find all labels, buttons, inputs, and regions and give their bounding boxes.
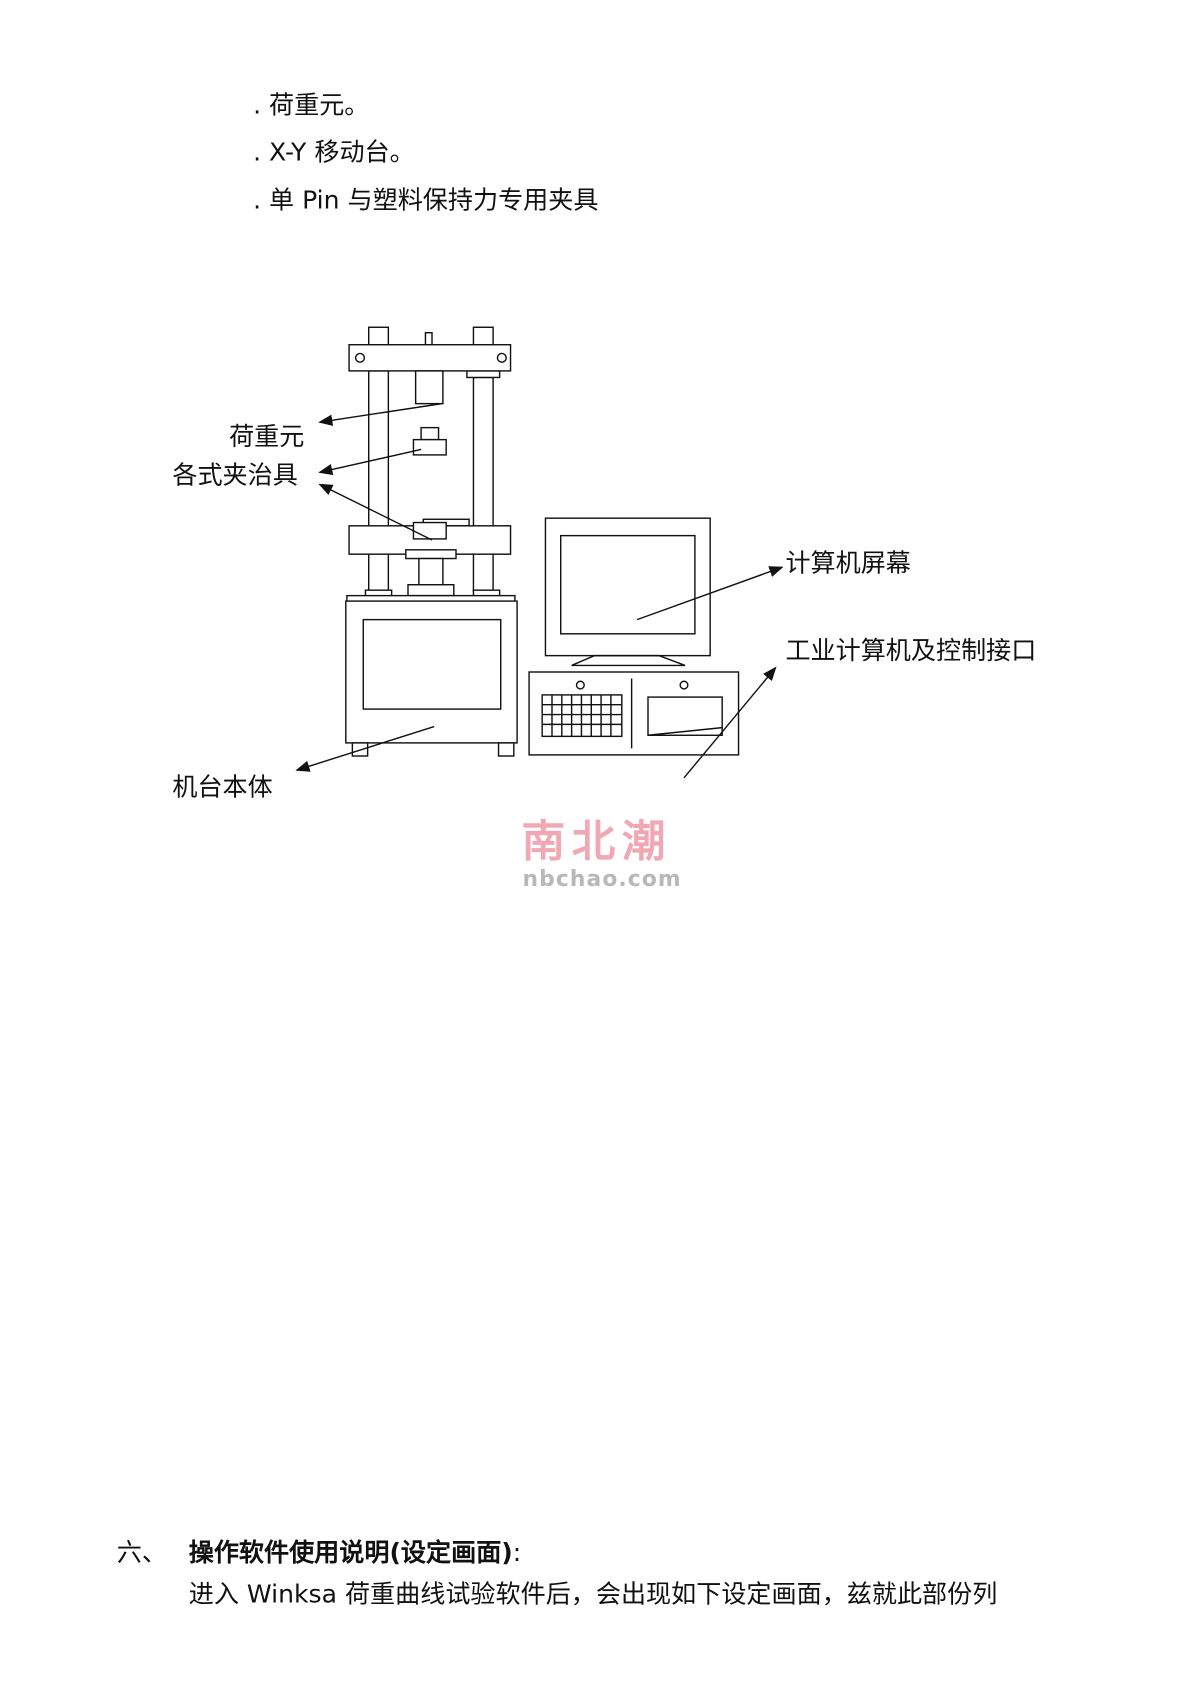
section-title: 操作软件使用说明(设定画面) xyxy=(188,1539,513,1568)
label-load-cell: 荷重元 xyxy=(229,423,305,452)
callout-arrows xyxy=(295,402,784,779)
pc-box xyxy=(528,671,740,756)
fixture xyxy=(412,438,447,456)
watermark-site: nbchao.com xyxy=(522,865,682,892)
list-item: . 单 Pin 与塑料保持力专用夹具 xyxy=(253,186,599,215)
label-monitor: 计算机屏幕 xyxy=(785,549,911,579)
section-number: 六、 xyxy=(116,1539,167,1568)
label-machine-body: 机台本体 xyxy=(172,773,273,802)
watermark-logo: 南北潮 xyxy=(521,815,672,868)
section-body: 进入 Winksa 荷重曲线试验软件后，会出现如下设定画面，兹就此部份列 xyxy=(188,1580,998,1610)
equipment-diagram xyxy=(295,326,784,779)
section-heading: 操作软件使用说明(设定画面): xyxy=(189,1541,521,1566)
keyboard-grid xyxy=(541,694,623,738)
list-item: . 荷重元。 xyxy=(253,91,370,120)
load-cell xyxy=(414,370,444,405)
label-industrial-pc: 工业计算机及控制接口 xyxy=(785,637,1037,666)
monitor xyxy=(544,517,711,657)
section-title-colon: : xyxy=(512,1539,522,1568)
computer xyxy=(528,517,740,756)
tensile-tester xyxy=(345,326,518,757)
label-fixtures: 各式夹治具 xyxy=(172,461,298,490)
list-item: . X-Y 移动台。 xyxy=(253,138,415,167)
